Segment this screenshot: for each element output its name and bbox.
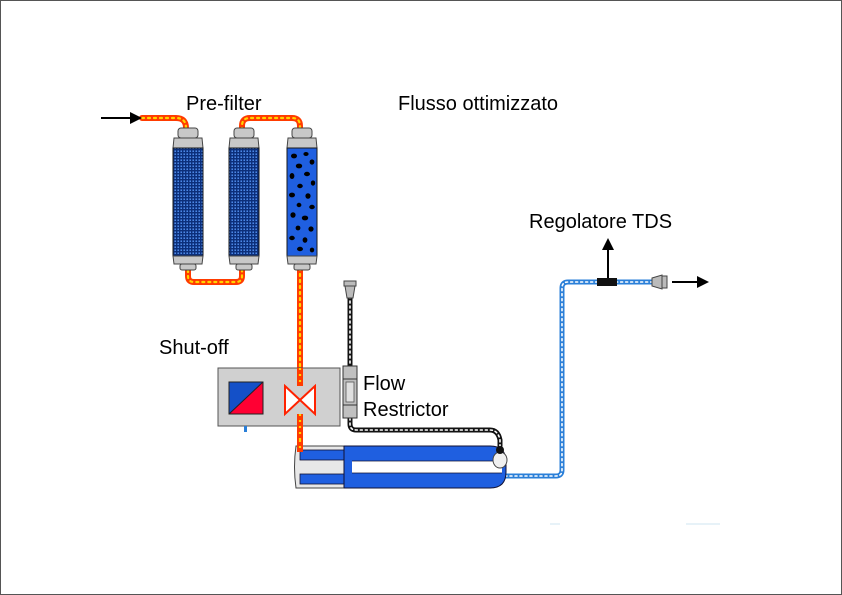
arrow-right-icon bbox=[672, 276, 709, 288]
flow-restrictor bbox=[342, 365, 358, 419]
flow-restrictor-label-line2: Restrictor bbox=[363, 399, 449, 421]
shutoff-valve-box bbox=[217, 367, 341, 432]
prefilter-cartridge-1 bbox=[172, 127, 204, 271]
prefilter-cartridge-2 bbox=[228, 127, 260, 271]
shutoff-label: Shut-off bbox=[159, 337, 229, 359]
arrow-right-icon bbox=[101, 112, 142, 124]
diagram-title: Flusso ottimizzato bbox=[398, 93, 559, 115]
carbon-cartridge bbox=[286, 127, 318, 271]
ro-membrane-housing bbox=[294, 445, 508, 489]
prefilter-label: Pre-filter bbox=[186, 93, 262, 115]
shutoff-indicator bbox=[228, 381, 264, 415]
outlet-fitting bbox=[651, 274, 668, 290]
tds-regulator-label: Regolatore TDS bbox=[529, 211, 673, 233]
tds-regulator bbox=[597, 278, 617, 286]
drain-fitting bbox=[343, 280, 357, 299]
arrow-up-icon bbox=[602, 238, 614, 278]
product-pipe bbox=[497, 279, 655, 479]
drain-pipe bbox=[347, 293, 503, 449]
valve-icon bbox=[284, 383, 316, 417]
flow-restrictor-label-line1: Flow bbox=[363, 373, 406, 395]
